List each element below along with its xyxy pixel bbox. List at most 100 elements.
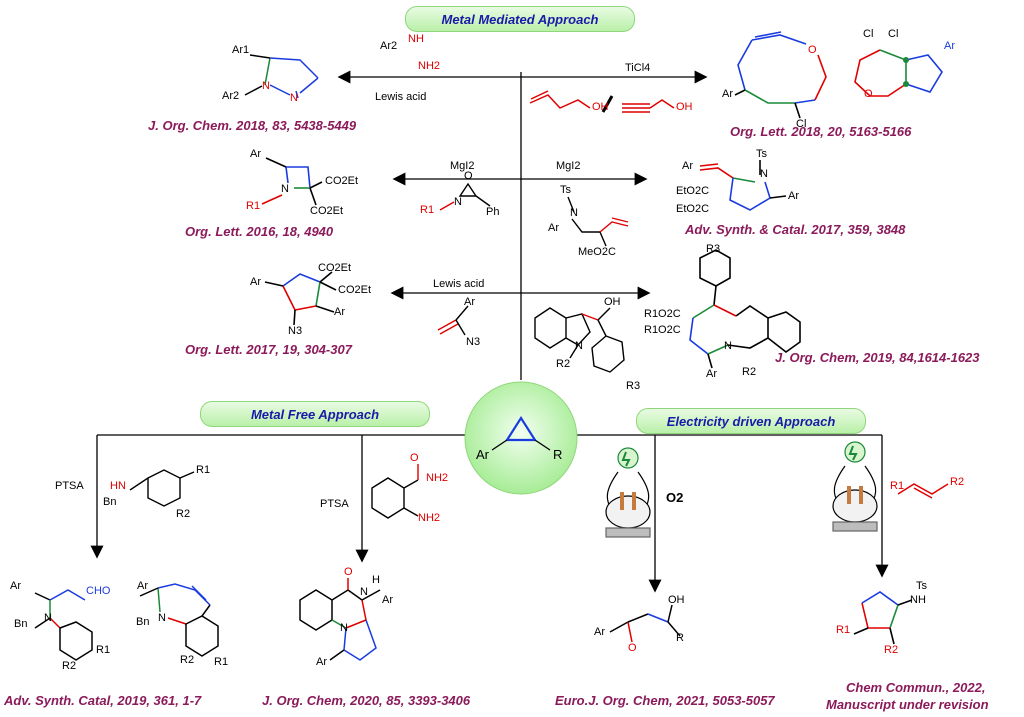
ar-label-azide: Ar <box>464 296 475 308</box>
center-ar-label: Ar <box>476 447 489 462</box>
metal-mediated-header: Metal Mediated Approach <box>405 6 635 32</box>
h-label-quinazolinone: H <box>372 574 380 586</box>
o-label-benzamide: O <box>410 452 419 464</box>
reference-4: Adv. Synth. & Catal. 2017, 359, 3848 <box>685 222 906 237</box>
cl-label-2: Cl <box>863 28 874 40</box>
n-label-imine: N <box>570 207 578 219</box>
pyrrolidine-ts-structure <box>699 160 787 211</box>
bn-label-azepine: Bn <box>136 616 150 628</box>
r2-label-carbazole: R2 <box>742 366 757 378</box>
mgi2-right-label: MgI2 <box>556 160 581 172</box>
reference-9: Euro.J. Org. Chem, 2021, 5053-5057 <box>555 693 775 708</box>
bicyclic-ether-structure <box>854 49 943 97</box>
reference-5: Org. Lett. 2017, 19, 304-307 <box>185 342 352 357</box>
reference-11: Manuscript under revision <box>826 697 989 712</box>
r3-label-indole: R3 <box>626 380 641 392</box>
ar-label-cyclopentane-1: Ar <box>250 276 261 288</box>
oh-label-1: OH <box>592 101 609 113</box>
azetidine-structure <box>261 157 323 206</box>
nh2-label-2: NH2 <box>418 512 441 524</box>
o2-label: O2 <box>666 490 684 505</box>
cyclopropane-ring <box>504 415 538 442</box>
oh-label-ketone: OH <box>668 594 685 606</box>
n-label-azetidine: N <box>281 183 289 195</box>
ar2-label-2: Ar2 <box>222 90 240 102</box>
imine-structure <box>567 196 629 247</box>
cyclopentylamine-structure <box>853 591 913 645</box>
n-label-indole: N <box>575 340 583 352</box>
tetrahydrocarbazole-structure <box>689 249 801 369</box>
ts-label-imine: Ts <box>560 184 571 196</box>
n-label-aldehyde: N <box>44 612 52 624</box>
nh2-label-1: NH2 <box>426 472 449 484</box>
n-label-2: N <box>290 92 298 104</box>
r1-label-azepine: R1 <box>214 656 229 668</box>
oxaziridine-structure <box>439 182 491 211</box>
center-circle <box>464 381 578 495</box>
cl-label-3: Cl <box>888 28 899 40</box>
benzazepine-structure <box>139 583 219 657</box>
co2et-label-2: CO2Et <box>310 205 344 217</box>
reference-1: J. Org. Chem. 2018, 83, 5438-5449 <box>148 118 357 133</box>
reference-6: J. Org. Chem, 2019, 84,1614-1623 <box>775 350 980 365</box>
lewis-acid-label-1: Lewis acid <box>375 91 427 103</box>
ar-label-quinazolinone-1: Ar <box>382 594 393 606</box>
n-label-pyrrolidine: N <box>760 168 768 180</box>
r1o2c-label-1: R1O2C <box>644 308 681 320</box>
eto2c-label-1: EtO2C <box>676 185 710 197</box>
r2-label-aniline: R2 <box>176 508 191 520</box>
nh-label: NH <box>408 33 424 45</box>
r-label-ketone: R <box>676 632 684 644</box>
homoallyl-alcohol <box>529 90 591 109</box>
hydroxyketone-structure <box>609 604 681 643</box>
n-label-quinazolinone-2: N <box>340 622 348 634</box>
n-label-quinazolinone-1: N <box>360 586 368 598</box>
cho-label: CHO <box>86 585 111 597</box>
ts-label-pyrrolidine: Ts <box>756 148 767 160</box>
center-r-label: R <box>553 447 563 462</box>
meo2c-label: MeO2C <box>578 246 616 258</box>
aminoaldehyde-structure <box>34 589 93 661</box>
ar-label-carbazole: Ar <box>706 368 717 380</box>
indolyl-methanol-structure <box>534 307 625 373</box>
r2-label-cyclopentylamine: R2 <box>884 644 899 656</box>
reference-7: Adv. Synth. Catal, 2019, 361, 1-7 <box>4 693 202 708</box>
bn-label-aniline: Bn <box>103 496 117 508</box>
co2et-label-4: CO2Et <box>338 284 372 296</box>
nh-label-cyclopentylamine: NH <box>910 594 926 606</box>
r1-label-aniline: R1 <box>196 464 211 476</box>
r1-label-oxaziridine: R1 <box>420 204 435 216</box>
ar-label-aldehyde: Ar <box>10 580 21 592</box>
co2et-label-3: CO2Et <box>318 262 352 274</box>
cyclopentane-diester-structure <box>264 271 337 326</box>
o-label-ketone: O <box>628 642 637 654</box>
co2et-label-1: CO2Et <box>325 175 359 187</box>
hn-label: HN <box>110 480 126 492</box>
r2-label-alkene: R2 <box>950 476 965 488</box>
ts-label-cyclopentylamine: Ts <box>916 580 927 592</box>
n3-label-2: N3 <box>466 336 481 348</box>
r1o2c-label-2: R1O2C <box>644 324 681 336</box>
electrochemical-cell-2 <box>832 441 878 532</box>
o-label-oxaziridine: O <box>464 170 473 182</box>
pyridazine-structure <box>244 54 319 99</box>
r2-label-indole: R2 <box>556 358 571 370</box>
ar-label-azepine: Ar <box>137 580 148 592</box>
vinyl-azide-structure <box>437 305 469 336</box>
ar-label-bicycle: Ar <box>944 40 955 52</box>
cl-label-1: Cl <box>796 118 807 130</box>
o-label-quinazolinone: O <box>344 566 353 578</box>
electricity-header: Electricity driven Approach <box>636 408 866 434</box>
oh-label-indole: OH <box>604 296 621 308</box>
reference-10: Chem Commun., 2022, <box>846 680 986 695</box>
r2-label-azepine: R2 <box>180 654 195 666</box>
ticl4-label: TiCl4 <box>625 62 651 74</box>
r2-label-aldehyde: R2 <box>62 660 77 672</box>
r1-label-azetidine: R1 <box>246 200 261 212</box>
ar-label-imine: Ar <box>548 222 559 234</box>
r1-label-cyclopentylamine: R1 <box>836 624 851 636</box>
r1-label-alkene: R1 <box>890 480 905 492</box>
bn-label-aldehyde: Bn <box>14 618 28 630</box>
r3-label-carbazole: R3 <box>706 243 721 255</box>
n-label-azepine: N <box>158 612 166 624</box>
